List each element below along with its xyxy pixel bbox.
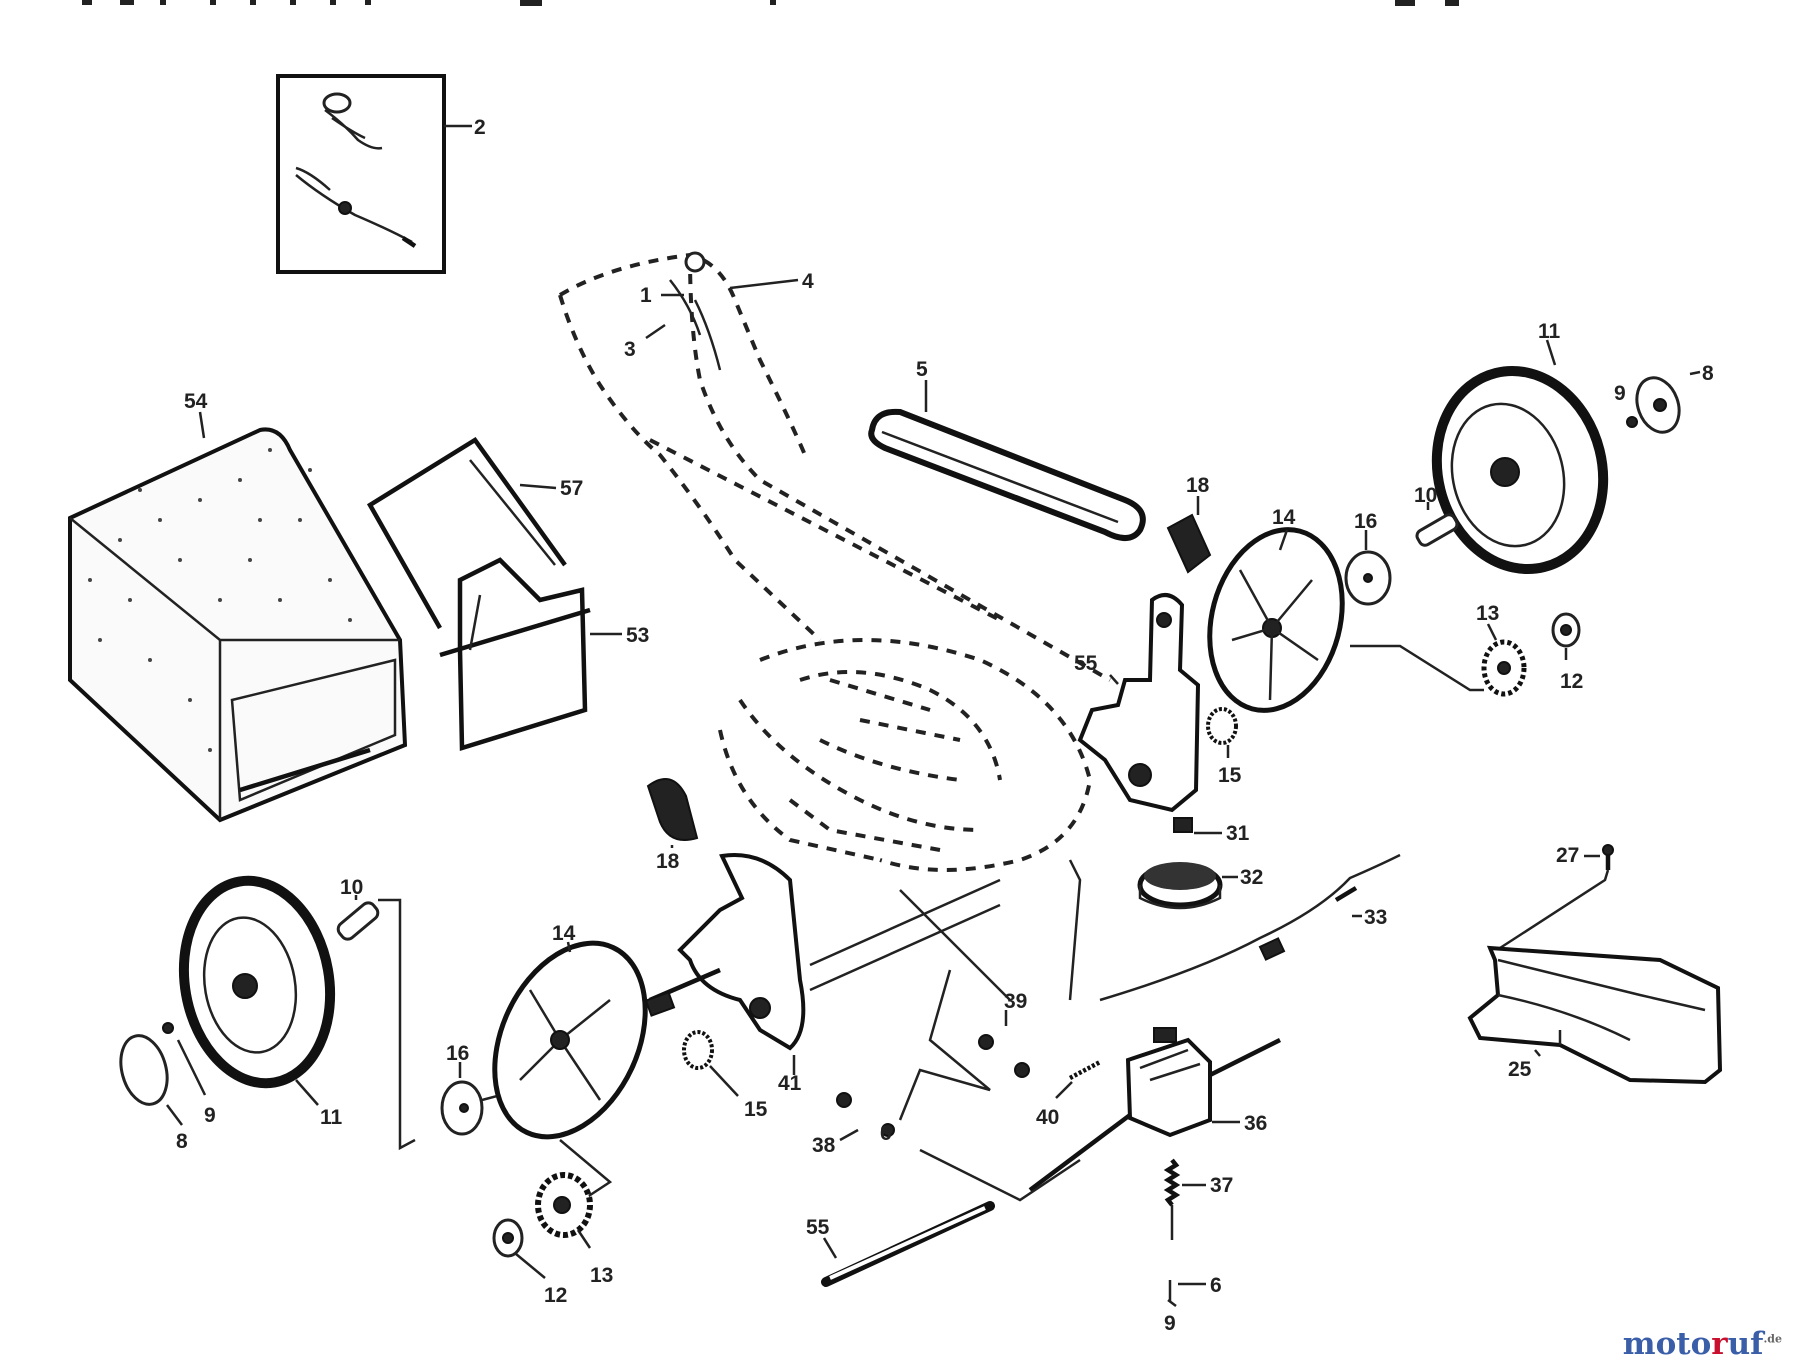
part-40-spring xyxy=(1068,1060,1102,1080)
label-6-left: 6 xyxy=(880,1122,892,1145)
part-14-drive-gear-left xyxy=(492,940,648,1140)
part-13-gear-left xyxy=(535,1172,593,1238)
part-6-bolt-bottom xyxy=(1167,1280,1177,1307)
label-14-right: 14 xyxy=(1272,506,1296,529)
part-31-nut xyxy=(1173,817,1193,833)
label-33: 33 xyxy=(1364,906,1387,929)
part-15-nut-left xyxy=(682,1030,714,1070)
label-14-left: 14 xyxy=(552,922,576,945)
label-9-right: 9 xyxy=(1614,382,1626,405)
part-11-rear-wheel-left xyxy=(178,875,336,1089)
part-32-blade-adapter xyxy=(1137,862,1223,910)
label-55-mid: 55 xyxy=(1074,652,1098,675)
part-38-nuts xyxy=(836,1092,895,1137)
top-edge-artifacts xyxy=(82,0,1459,6)
watermark-logo: motoruf.de xyxy=(1622,1326,1782,1362)
part-8-hubcap-left xyxy=(119,1022,174,1106)
label-13-right: 13 xyxy=(1476,602,1499,625)
part-27-screw xyxy=(1602,844,1614,870)
part-12-clip-left xyxy=(492,1218,524,1258)
label-9-left: 9 xyxy=(204,1104,216,1127)
label-40: 40 xyxy=(1036,1106,1059,1129)
label-39: 39 xyxy=(1004,990,1027,1013)
part-16-washer-left xyxy=(440,1080,484,1136)
part-36-transmission xyxy=(1028,1027,1282,1192)
part-10-axle-bolt-left xyxy=(336,901,380,941)
label-31: 31 xyxy=(1226,822,1250,845)
label-10-right: 10 xyxy=(1414,484,1437,507)
label-9-bottom: 9 xyxy=(1164,1312,1176,1335)
part-11-rear-wheel-right xyxy=(1431,365,1609,575)
part-25-discharge-chute xyxy=(1467,945,1723,1085)
label-18-left: 18 xyxy=(656,850,680,873)
label-8-right: 8 xyxy=(1702,362,1714,385)
label-27: 27 xyxy=(1556,844,1579,867)
part-54-grass-bag xyxy=(68,427,408,823)
handle-assembly xyxy=(558,251,1111,682)
label-37: 37 xyxy=(1210,1174,1233,1197)
part-8-hubcap-right xyxy=(1626,376,1681,434)
label-6-bottom: 6 xyxy=(1210,1274,1222,1297)
label-10-left: 10 xyxy=(340,876,363,899)
label-11-left: 11 xyxy=(320,1106,343,1129)
label-3: 3 xyxy=(624,338,636,361)
part-18-grip-top xyxy=(1166,513,1212,574)
part-37-spring xyxy=(1163,1158,1181,1240)
label-25: 25 xyxy=(1508,1058,1532,1081)
label-15-left: 15 xyxy=(744,1098,768,1121)
part-15-nut-right xyxy=(1206,707,1238,745)
label-36: 36 xyxy=(1244,1112,1267,1135)
label-53: 53 xyxy=(626,624,649,647)
part-57-bag-frame xyxy=(366,436,567,630)
label-38: 38 xyxy=(812,1134,836,1157)
part-12-clip-right xyxy=(1551,612,1581,648)
part-55-axle-rod xyxy=(821,1201,995,1287)
label-2: 2 xyxy=(474,116,486,139)
label-57: 57 xyxy=(560,477,583,500)
label-5: 5 xyxy=(916,358,928,381)
label-41: 41 xyxy=(778,1072,802,1095)
label-54: 54 xyxy=(184,390,208,413)
label-15-right: 15 xyxy=(1218,764,1242,787)
part-39-bolts xyxy=(978,1034,1030,1078)
part-16-washer-right xyxy=(1344,550,1392,606)
label-11-right: 11 xyxy=(1538,320,1561,343)
label-32: 32 xyxy=(1240,866,1263,889)
part-53-bag-support xyxy=(439,557,591,752)
label-4: 4 xyxy=(802,270,814,293)
label-55-bottom: 55 xyxy=(806,1216,830,1239)
label-18-top: 18 xyxy=(1186,474,1210,497)
label-12-left: 12 xyxy=(544,1284,567,1307)
label-1: 1 xyxy=(640,284,652,307)
label-13-left: 13 xyxy=(590,1264,613,1287)
label-8-left: 8 xyxy=(176,1130,188,1153)
label-16-right: 16 xyxy=(1354,510,1377,533)
part-18-grip-left xyxy=(646,777,699,841)
part-5-drive-belt xyxy=(868,408,1146,541)
part-10-axle-bolt-right xyxy=(1415,513,1459,547)
part-55-height-adjuster xyxy=(1077,593,1201,813)
label-16-left: 16 xyxy=(446,1042,469,1065)
label-12-right: 12 xyxy=(1560,670,1583,693)
part-14-drive-gear-right xyxy=(1207,527,1345,713)
part-2-cable-inset xyxy=(276,74,446,274)
part-33-control-cable xyxy=(1099,853,1401,1002)
part-13-gear-right xyxy=(1481,639,1527,697)
part-41-height-adjuster-left xyxy=(644,853,1011,1051)
mower-deck xyxy=(718,638,1093,872)
